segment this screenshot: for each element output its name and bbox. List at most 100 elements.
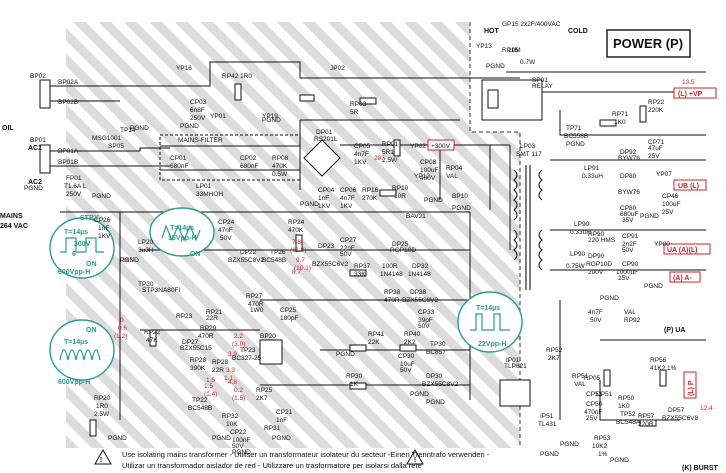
label-cp02: CP02 — [240, 155, 257, 162]
measurement-value: (3.0) — [232, 341, 245, 348]
label-lp01: LP01 — [196, 183, 212, 190]
ground-label: PGND — [540, 451, 559, 458]
label-yp00: YP00 — [654, 241, 670, 248]
label-cp27v: 22nF — [340, 245, 355, 252]
label-cp04v: 1nF — [318, 195, 329, 202]
label-rp28v: 22R — [212, 367, 224, 374]
label-cp08: CP08 — [420, 159, 437, 166]
label-dp32: DP32 — [412, 263, 429, 270]
label-rp30v: 1K — [350, 381, 359, 388]
rail-am: (A) A- — [673, 275, 692, 282]
label-cp25: CP25 — [280, 307, 297, 314]
label-rp40v: 2K2 — [404, 339, 416, 346]
label-cp04: CP04 — [318, 187, 335, 194]
measurement-value: 0 — [120, 317, 124, 324]
ground-label: PGND — [180, 123, 199, 130]
label-rp92: RP92 — [624, 317, 641, 324]
label-rp22b: RP22 — [144, 329, 161, 336]
coil-label: OIL — [2, 125, 14, 132]
label-rp50: RP50 — [618, 395, 635, 402]
label-tp52: TP52 — [620, 411, 636, 418]
wf2-vpp: 600Vpp-H — [58, 379, 90, 386]
label-rp15v2: 0.7W — [520, 59, 536, 66]
label-dp92: DP92 — [620, 149, 637, 156]
relay-coil — [487, 89, 499, 109]
ground-label: PGND — [108, 435, 127, 442]
warning-triangle-left — [94, 448, 112, 465]
ground-label: PGND — [262, 117, 281, 124]
ac2-label: AC2 — [28, 179, 42, 186]
label-bp02b: BP02B — [58, 99, 78, 106]
label-dp23: DP23 — [318, 243, 335, 250]
label-bp01: BP01 — [30, 137, 46, 144]
label-rp27v: 470R — [248, 301, 264, 308]
cold-label: COLD — [568, 28, 588, 35]
label-rp05: RP05 — [584, 375, 601, 382]
label-cp03: CP03 — [190, 99, 207, 106]
label-bp20: BP20 — [260, 333, 276, 340]
label-sp01v: RELAY — [532, 83, 553, 90]
label-cp08v2: 400V — [420, 175, 436, 182]
label-cp06v: 4n7F — [340, 195, 355, 202]
label-bp02: BP02 — [30, 73, 46, 80]
label-cp80v: 680uF — [620, 211, 638, 218]
ac1-label: AC1 — [28, 145, 42, 152]
label-dp21: BAV21 — [406, 213, 426, 220]
label-dp01: DP01 — [316, 129, 333, 136]
measurement-value: 9.7 — [296, 257, 305, 264]
label-rp22: RP22 — [648, 99, 665, 106]
warning-triangle-right — [406, 448, 424, 465]
label-dp80v: BYW76 — [618, 189, 640, 196]
ground-label: PGND — [232, 449, 251, 456]
label-cp27: CP27 — [340, 237, 357, 244]
label-cp26: CP26 — [94, 217, 111, 224]
label-ip01v: TLP621 — [504, 363, 527, 370]
measurement-value: 1.1 — [224, 375, 233, 382]
label-lp20v: 3u3H — [138, 247, 154, 254]
ground-label: PGND — [410, 391, 429, 398]
label-rp20v: 1R0 — [96, 403, 108, 410]
measurement-value: 1.5 — [204, 383, 213, 390]
label-cp92v: 50V — [590, 317, 602, 324]
label-cp22v2: 50V — [232, 443, 244, 450]
label-rp16: RP16 — [362, 187, 379, 194]
label-cp30v: 10uF — [400, 361, 415, 368]
measurement-value: 2.2 — [234, 333, 243, 340]
label-rp10: RP10 — [392, 185, 409, 192]
label-cp22: CP22 — [230, 429, 247, 436]
label-rp16v: 270K — [362, 195, 378, 202]
label-dp80: DP80 — [620, 173, 637, 180]
label-cp80: CP80 — [620, 205, 637, 212]
ground-label: PGND — [212, 435, 231, 442]
label-rp08: RP08 — [272, 155, 289, 162]
waveform-text: T=14µs300V6600Vpp-HONSTBYT=14µs600Vpp-HO… — [58, 215, 506, 386]
ground-label: PGND — [566, 141, 585, 148]
label-dp38: DP38 — [410, 289, 427, 296]
label-cp24v: 47nF — [218, 227, 233, 234]
warning-line-1: Use isolating mains transformer - Utilis… — [122, 450, 490, 459]
label-rp38v: 470R — [384, 297, 400, 304]
label-cp06: CP06 — [340, 187, 357, 194]
label-sp05: SP05 — [108, 143, 124, 150]
measurement-value: (1.5) — [232, 395, 245, 402]
label-fp01: FP01 — [66, 175, 82, 182]
label-cp05v: 4n7F — [354, 151, 369, 158]
label-tp52v: BC548A — [616, 419, 641, 426]
label-rp41v: 22K — [368, 339, 380, 346]
label-rp24v: 470K — [288, 227, 304, 234]
label-cp27v2: 50V — [340, 251, 352, 258]
label-lp91: LP91 — [584, 165, 600, 172]
label-rp01v2: 2.5W — [382, 157, 398, 164]
label-tp30v: BC857 — [426, 349, 446, 356]
label-cp33v2: 50V — [418, 323, 430, 330]
label-rp51: RP51 — [572, 373, 589, 380]
label-cp01v: 680nF — [170, 163, 188, 170]
label-rp15: RP15 — [502, 47, 519, 54]
label-rp03v: 5R — [350, 109, 359, 116]
waveforms — [49, 207, 523, 381]
label-tp30: TP30 — [430, 341, 446, 348]
label-tp26: TP26 — [270, 249, 286, 256]
bp02-connector — [39, 79, 51, 109]
label-cp50v2: 25V — [586, 415, 598, 422]
label-rp27v2: 1W0 — [250, 307, 264, 314]
